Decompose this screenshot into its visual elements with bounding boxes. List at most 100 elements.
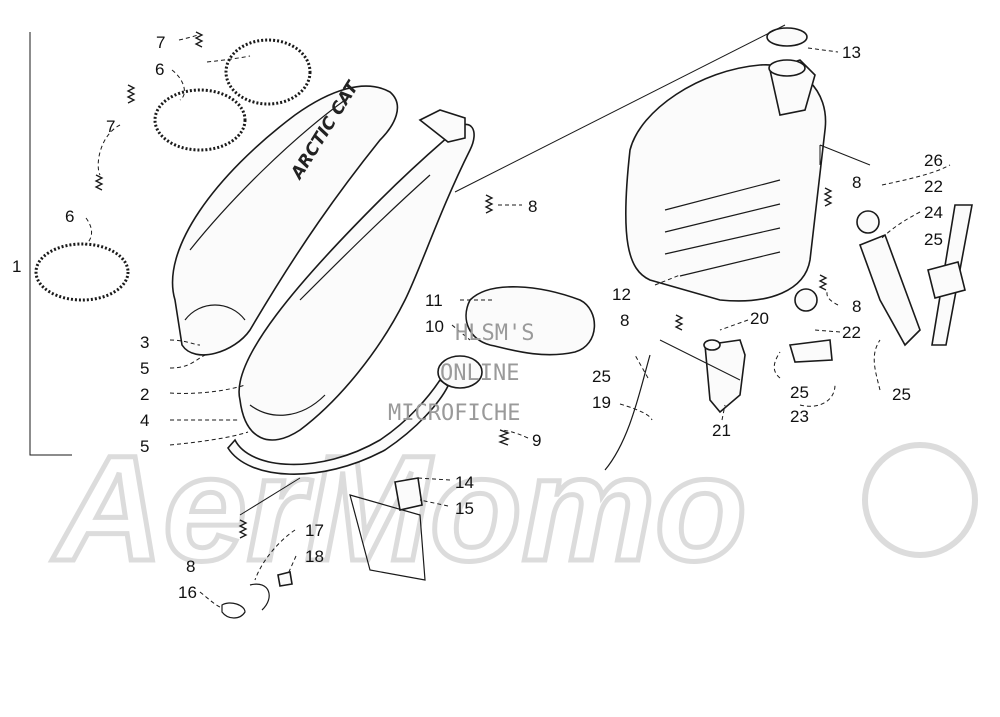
leader-line [873, 339, 881, 391]
callout-label: 17 [305, 521, 324, 540]
leader-line [239, 477, 301, 516]
callout-label: 4 [140, 411, 149, 430]
callout-label: 19 [592, 393, 611, 412]
leader-line [773, 351, 781, 379]
callout-label: 8 [620, 311, 629, 330]
leader-line [169, 384, 246, 394]
callout-label: 13 [842, 43, 861, 62]
leader-line [721, 404, 726, 421]
leader-line [171, 69, 185, 101]
leader-line [454, 24, 786, 193]
callout-label: 6 [155, 60, 164, 79]
callout-label: 6 [65, 207, 74, 226]
mount-plate [349, 494, 426, 581]
watermark-line: ONLINE [440, 361, 519, 386]
callout-label: 12 [612, 285, 631, 304]
callout-label: 20 [750, 309, 769, 328]
callout-label: 8 [852, 297, 861, 316]
callout-label: 1 [12, 257, 21, 276]
callout-label: 18 [305, 547, 324, 566]
clamp-ring-upper [224, 38, 312, 106]
callout-label: 25 [592, 367, 611, 386]
bolt-18 [277, 571, 293, 587]
grommet [766, 27, 808, 47]
clip-17 [249, 583, 270, 611]
grommet-22-lower [794, 288, 818, 312]
leader-line [499, 429, 529, 439]
leader-line [619, 403, 653, 421]
callout-label: 7 [106, 117, 115, 136]
bracket-24 [858, 233, 921, 347]
callout-label: 26 [924, 151, 943, 170]
watermark-wheel [862, 442, 978, 558]
callout-label: 2 [140, 385, 149, 404]
callout-label: 21 [712, 421, 731, 440]
callout-label: 11 [425, 291, 443, 310]
clamp-ring-lower [34, 242, 130, 302]
spring-icon [823, 187, 833, 207]
leader-line [826, 289, 839, 306]
leader-line [881, 164, 951, 186]
leader-line [199, 591, 223, 609]
leader-line [799, 384, 836, 407]
grommet-22-upper [856, 210, 880, 234]
leader-line [169, 339, 201, 346]
nut-16 [221, 602, 246, 619]
callout-label: 5 [140, 437, 149, 456]
callout-label: 15 [455, 499, 474, 518]
leader-line [419, 499, 449, 507]
assembly-bracket [29, 32, 72, 456]
callout-label: 14 [455, 473, 474, 492]
spring-icon [238, 519, 248, 539]
spring-icon [818, 274, 828, 291]
clamp-ring-middle [153, 88, 247, 152]
leader-line [814, 329, 841, 333]
callout-label: 16 [178, 583, 197, 602]
callout-label: 10 [425, 317, 444, 336]
spring-icon [194, 31, 204, 48]
spring-icon [674, 314, 684, 331]
leader-line [654, 274, 681, 286]
callout-label: 9 [532, 431, 541, 450]
callout-labels: 1 2 3 4 5 5 6 6 7 7 8 8 8 8 8 9 10 11 12… [12, 33, 943, 602]
watermark-text: HLSM'S ONLINE MICROFICHE [388, 321, 534, 426]
leader-line [819, 144, 871, 166]
leader-line [807, 47, 839, 53]
leader-line [634, 354, 649, 379]
bracket-23 [788, 339, 833, 363]
spring-icon [94, 174, 104, 191]
silencer-box [624, 59, 827, 302]
watermark-line: HLSM'S [455, 321, 534, 346]
leader-line [169, 354, 206, 369]
leader-line [659, 339, 741, 381]
callout-label: 23 [790, 407, 809, 426]
leader-line [206, 55, 251, 63]
callout-label: 24 [924, 203, 943, 222]
bracket-21 [704, 339, 746, 414]
leader-line [254, 529, 296, 581]
callout-label: 3 [140, 333, 149, 352]
callout-label: 5 [140, 359, 149, 378]
leader-line [287, 555, 297, 575]
rubber-mount-15 [394, 477, 423, 511]
cable-19 [604, 354, 651, 471]
callout-label: 25 [892, 385, 911, 404]
spring-icon [498, 429, 510, 446]
grommet-seat [768, 59, 806, 77]
washer-20 [703, 339, 721, 351]
exhaust-manifold [437, 286, 596, 389]
leader-line [169, 431, 249, 446]
leader-line [178, 34, 199, 41]
spring-icon [126, 84, 136, 104]
leader-line [84, 217, 92, 246]
callout-label: 8 [528, 197, 537, 216]
leader-line [417, 477, 451, 481]
callout-label: 22 [924, 177, 943, 196]
bracket-25 [927, 261, 966, 299]
leader-line [719, 319, 749, 331]
callout-label: 25 [924, 230, 943, 249]
watermark-line: MICROFICHE [388, 401, 520, 426]
manifold-gasket [437, 355, 483, 389]
